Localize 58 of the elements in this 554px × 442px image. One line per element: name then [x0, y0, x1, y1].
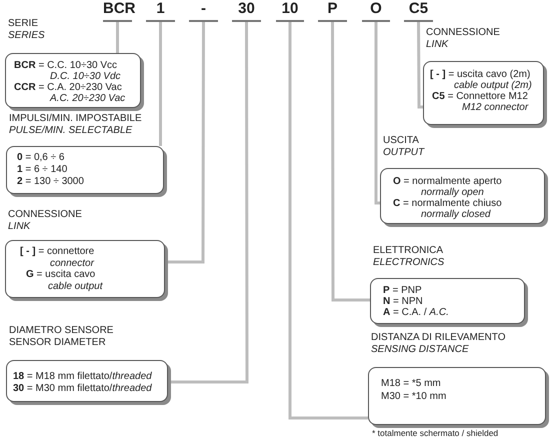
- section-heading: CONNESSIONE: [8, 209, 82, 221]
- option-text: cable output (2m): [454, 80, 532, 91]
- option-text: normally closed: [421, 209, 490, 220]
- section-heading: ELECTRONICS: [373, 257, 444, 269]
- option-text: O = normalmente aperto: [393, 176, 502, 187]
- section-heading: LINK: [8, 221, 30, 233]
- section-heading: USCITA: [383, 135, 419, 147]
- connector-line: [288, 22, 368, 420]
- option-text: 18 = M18 mm filettato/threaded: [13, 371, 152, 382]
- section-heading: ELETTRONICA: [373, 245, 444, 257]
- option-text: P = PNP: [383, 285, 422, 296]
- option-text: A = C.A. / A.C.: [383, 307, 449, 318]
- code-segment: C5: [404, 0, 433, 22]
- option-text: M18 = *5 mm: [381, 378, 441, 389]
- option-text: N = NPN: [383, 296, 423, 307]
- connector-line: [331, 22, 370, 302]
- section-heading: DISTANZA DI RILEVAMENTO: [371, 332, 506, 344]
- section-heading: LINK: [426, 39, 448, 51]
- connector-line: [374, 22, 380, 204]
- connector-line: [159, 22, 162, 146]
- option-text: 0 = 0,6 ÷ 6: [17, 152, 64, 163]
- section-heading: IMPULSI/MIN. IMPOSTABILE: [9, 113, 142, 125]
- section-heading: SERIE: [8, 18, 38, 30]
- option-text: C5 = Connettore M12: [432, 91, 528, 102]
- footnote: * totalmente schermato / shielded: [372, 428, 498, 438]
- section-heading: PULSE/MIN. SELECTABLE: [9, 125, 132, 137]
- option-text: 30 = M30 mm filettato/threaded: [13, 383, 152, 394]
- code-segment: 30: [232, 0, 261, 22]
- option-text: [ - ] = connettore: [20, 246, 94, 257]
- option-text: C = normalmente chiuso: [393, 198, 502, 209]
- section-heading: OUTPUT: [383, 147, 424, 159]
- option-text: 2 = 130 ÷ 3000: [17, 176, 84, 187]
- code-segment: O: [362, 0, 390, 22]
- section-heading: CONNESSIONE: [426, 27, 500, 39]
- option-text: [ - ] = uscita cavo (2m): [430, 69, 530, 80]
- section-heading: DIAMETRO SENSORE: [9, 325, 114, 337]
- option-text: BCR = C.C. 10÷30 Vcc: [14, 60, 118, 71]
- option-text: 1 = 6 ÷ 140: [17, 164, 68, 175]
- option-text: CCR = C.A. 20÷230 Vac: [14, 82, 122, 93]
- section-heading: SENSOR DIAMETER: [9, 337, 106, 349]
- code-segment: -: [189, 0, 218, 22]
- connector-line: [116, 22, 119, 53]
- option-text: connector: [50, 258, 94, 268]
- connector-line: [417, 22, 423, 108]
- option-text: G = uscita cavo: [26, 269, 96, 280]
- code-segment: P: [318, 0, 347, 22]
- connector-line: [168, 22, 248, 384]
- option-text: cable output: [48, 280, 102, 292]
- section-heading: SENSING DISTANCE: [371, 344, 469, 356]
- option-text: M12 connector: [462, 102, 528, 113]
- option-text: M30 = *10 mm: [381, 391, 446, 402]
- connector-line: [165, 22, 205, 264]
- code-segment: 1: [146, 0, 175, 22]
- section-heading: SERIES: [8, 30, 45, 42]
- option-text: normally open: [421, 187, 484, 198]
- option-text: D.C. 10÷30 Vdc: [50, 71, 121, 82]
- option-text: A.C. 20÷230 Vac: [50, 93, 126, 104]
- code-segment: 10: [276, 0, 304, 22]
